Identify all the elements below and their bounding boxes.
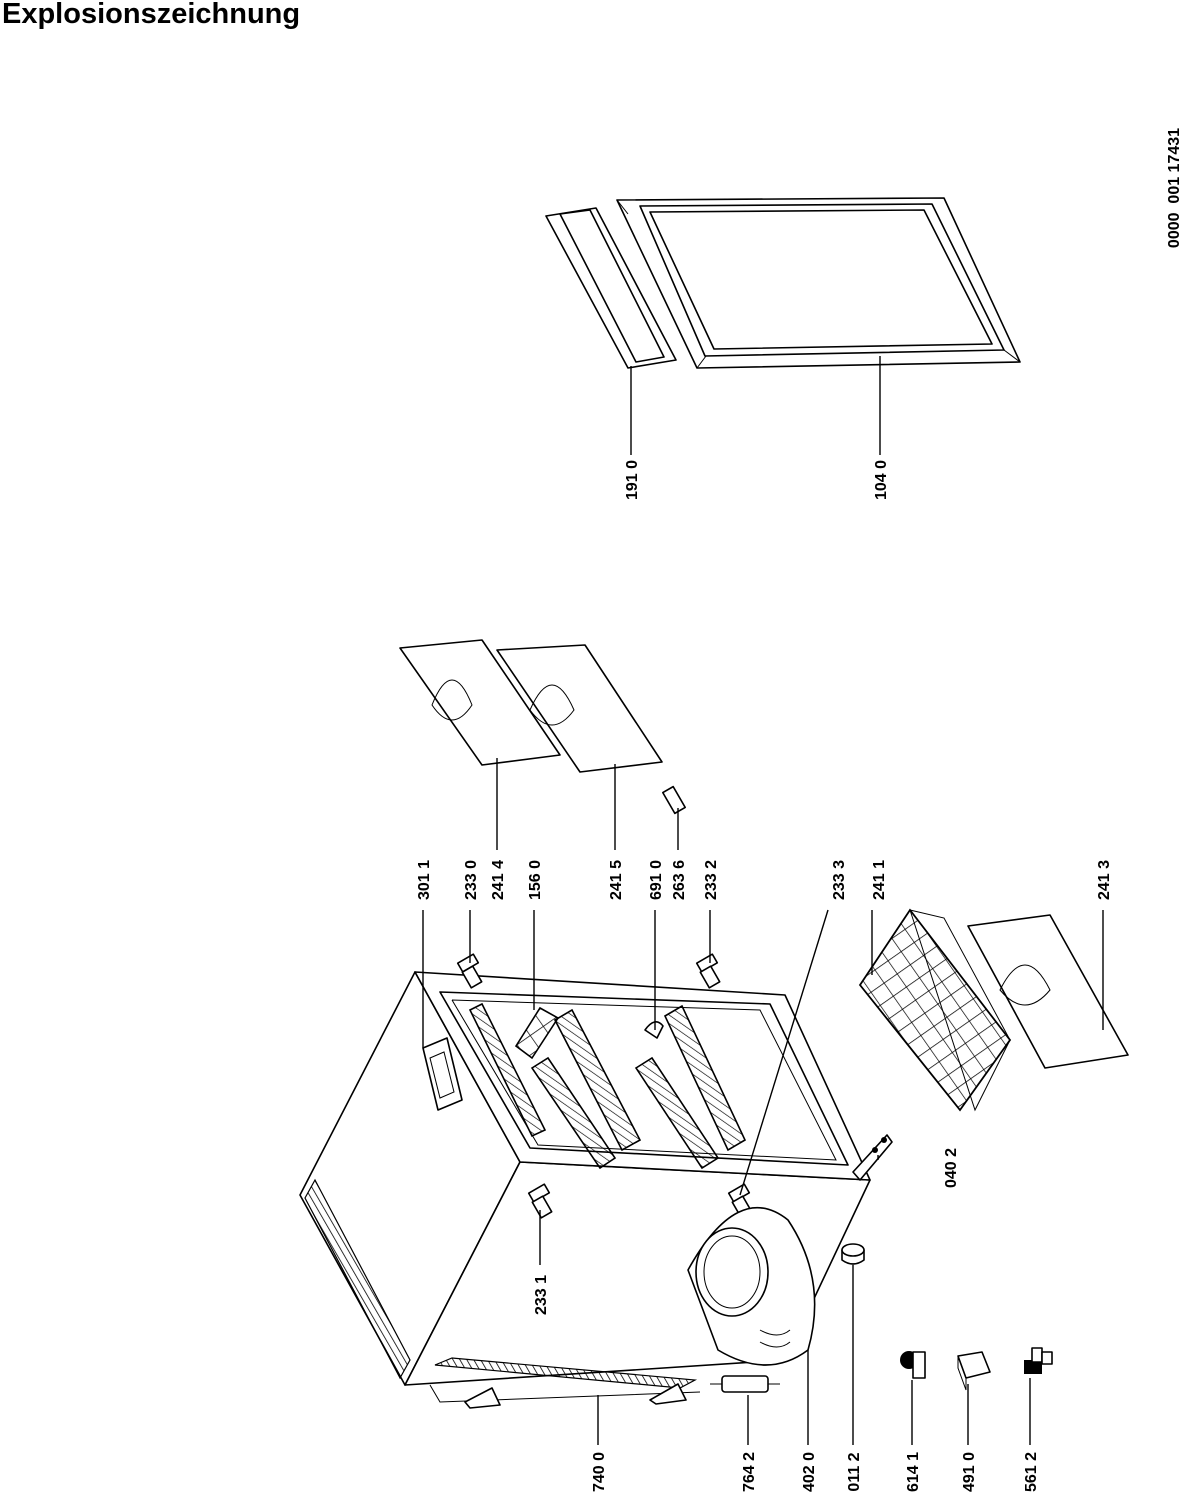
drawer-front-241-5 (496, 644, 663, 773)
label-241-4: 241 4 (490, 860, 507, 900)
label-191-0: 191 0 (624, 460, 641, 500)
label-156-0: 156 0 (527, 860, 544, 900)
label-233-0: 233 0 (463, 860, 480, 900)
drawer-front-241-4 (399, 639, 561, 766)
label-561-2: 561 2 (1023, 1452, 1040, 1492)
condenser (429, 1357, 701, 1409)
label-233-1: 233 1 (533, 1275, 550, 1315)
label-764-2: 764 2 (741, 1452, 758, 1492)
wire-basket (858, 908, 1012, 1112)
compressor (687, 1206, 816, 1366)
leader-lines (422, 356, 1104, 1445)
door-assembly (616, 197, 1021, 369)
shelves (422, 1002, 747, 1170)
label-301-1: 301 1 (416, 860, 433, 900)
hinges (456, 785, 753, 1219)
label-740-0: 740 0 (591, 1452, 608, 1492)
cover-cap-icon (957, 1351, 991, 1391)
drawer-front-241-3 (967, 914, 1129, 1069)
relay-icon (900, 1351, 926, 1379)
hinge-263-6-icon (662, 785, 686, 815)
page-title: Explosionszeichnung (2, 0, 301, 30)
hinge-233-1-icon (527, 1183, 553, 1219)
label-040-2: 040 2 (943, 1148, 960, 1188)
label-241-5: 241 5 (608, 860, 625, 900)
hinge-233-0-icon (456, 953, 483, 989)
label-011-2: 011 2 (846, 1452, 863, 1491)
hinge-233-2-icon (695, 953, 721, 989)
label-104-0: 104 0 (873, 460, 890, 500)
label-691-0: 691 0 (648, 860, 665, 900)
label-614-1: 614 1 (905, 1452, 922, 1492)
label-263-6: 263 6 (671, 860, 688, 900)
connector-icon (1024, 1347, 1053, 1374)
door-trim-strip (545, 207, 677, 369)
foot-icon (841, 1243, 865, 1265)
part-labels: 191 0 104 0 301 1 233 0 241 4 156 0 241 … (416, 460, 1113, 1492)
label-402-0: 402 0 (801, 1452, 818, 1492)
label-491-0: 491 0 (961, 1452, 978, 1492)
label-241-3: 241 3 (1096, 860, 1113, 900)
label-233-3: 233 3 (831, 860, 848, 900)
label-241-1: 241 1 (871, 860, 888, 900)
filter-drier-icon (710, 1375, 780, 1393)
label-233-2: 233 2 (703, 860, 720, 900)
